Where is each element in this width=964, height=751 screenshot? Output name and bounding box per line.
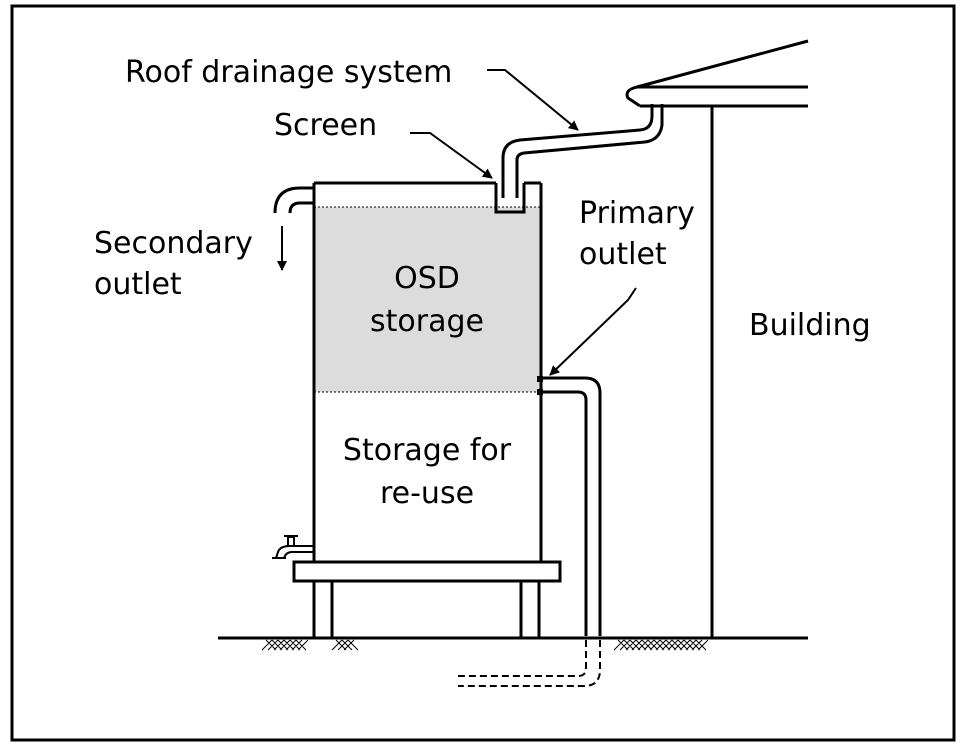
label-osd-2: storage [370,304,484,339]
secondary-outlet-pipe [273,186,314,271]
tap-icon [272,535,314,559]
label-secondary-outlet-2: outlet [94,267,182,302]
label-reuse-1: Storage for [343,433,512,468]
leader-lines [410,69,637,376]
primary-outlet-pipe [458,376,602,687]
osd-storage-region [314,207,541,392]
label-secondary-outlet-1: Secondary [94,226,253,261]
label-building: Building [749,308,871,343]
label-primary-outlet-1: Primary [579,196,695,231]
label-roof-drainage: Roof drainage system [125,55,452,90]
building [625,39,809,638]
tank [312,181,543,562]
ground [218,636,808,651]
label-osd-1: OSD [394,261,460,296]
label-reuse-2: re-use [380,476,474,511]
roof-downpipe [501,104,664,198]
label-primary-outlet-2: outlet [579,237,667,272]
label-screen: Screen [274,108,377,143]
